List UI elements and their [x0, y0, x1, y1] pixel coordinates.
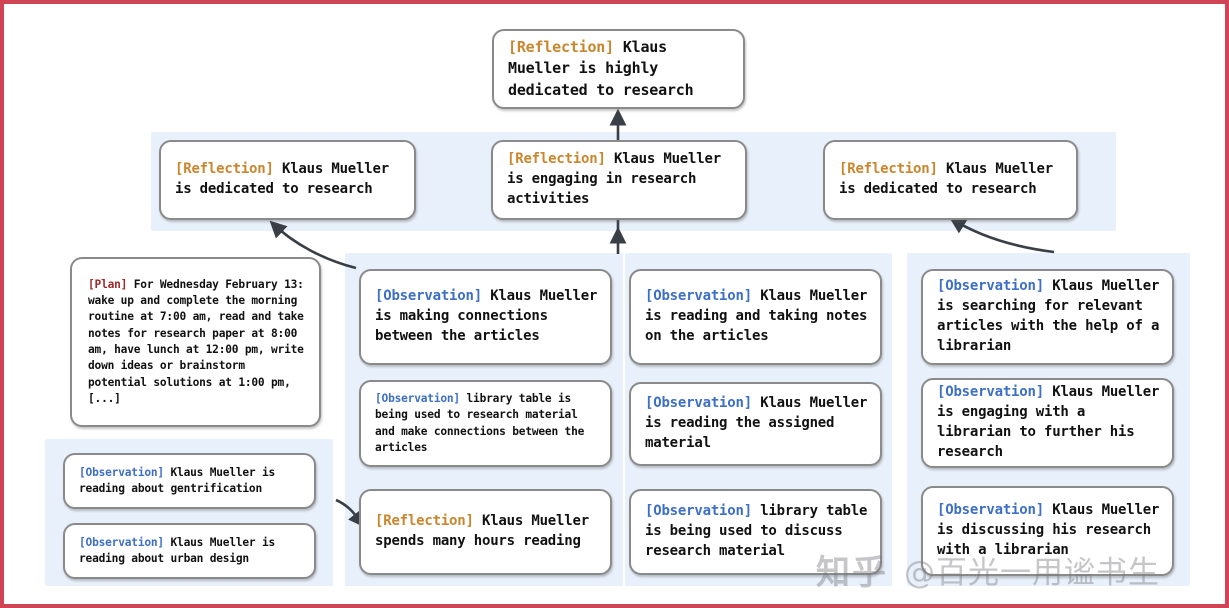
- tag-observation: [Observation]: [79, 465, 164, 479]
- node-text: Klaus Mueller is reading about gentrific…: [79, 465, 282, 495]
- tag-observation: [Observation]: [645, 288, 752, 305]
- node-text: Klaus Mueller is discussing his research…: [937, 502, 1168, 558]
- tag-reflection: [Reflection]: [508, 38, 614, 57]
- node-text: Klaus Mueller is engaging in research ac…: [507, 151, 730, 207]
- node-reflection-center[interactable]: [Reflection] Klaus Mueller is engaging i…: [491, 140, 747, 220]
- tag-reflection: [Reflection]: [839, 161, 938, 178]
- node-obs-urban-design[interactable]: [Observation] Klaus Mueller is reading a…: [63, 523, 316, 579]
- tag-reflection: [Reflection]: [175, 161, 274, 178]
- tag-reflection: [Reflection]: [375, 513, 474, 530]
- node-text: Klaus Mueller is dedicated to research: [839, 161, 1062, 197]
- node-obs-library-table-discuss[interactable]: [Observation] library table is being use…: [629, 489, 882, 575]
- node-text: Klaus Mueller spends many hours reading: [375, 513, 598, 549]
- node-obs-discussing-librarian[interactable]: [Observation] Klaus Mueller is discussin…: [921, 486, 1174, 576]
- node-root-reflection[interactable]: [Reflection] Klaus Mueller is highly ded…: [492, 29, 745, 109]
- tag-reflection: [Reflection]: [507, 151, 606, 168]
- node-text: library table is being used to research …: [375, 391, 591, 454]
- node-text: Klaus Mueller is making connections betw…: [375, 288, 606, 344]
- node-reflection-right[interactable]: [Reflection] Klaus Mueller is dedicated …: [823, 140, 1078, 220]
- node-obs-gentrification[interactable]: [Observation] Klaus Mueller is reading a…: [63, 453, 316, 509]
- node-text: Klaus Mueller is reading and taking note…: [645, 288, 876, 344]
- node-text: For Wednesday February 13: wake up and c…: [88, 277, 311, 406]
- node-obs-searching-articles[interactable]: [Observation] Klaus Mueller is searching…: [921, 269, 1174, 365]
- tag-observation: [Observation]: [375, 391, 460, 405]
- node-obs-assigned-material[interactable]: [Observation] Klaus Mueller is reading t…: [629, 382, 882, 466]
- node-text: Klaus Mueller is reading about urban des…: [79, 535, 282, 565]
- node-obs-reading-notes[interactable]: [Observation] Klaus Mueller is reading a…: [629, 269, 882, 365]
- node-text: Klaus Mueller is dedicated to research: [175, 161, 398, 197]
- tag-plan: [Plan]: [88, 277, 128, 291]
- node-text: Klaus Mueller is highly dedicated to res…: [508, 38, 694, 99]
- tag-observation: [Observation]: [937, 384, 1044, 401]
- node-obs-library-table-connections[interactable]: [Observation] library table is being use…: [359, 380, 612, 467]
- node-plan[interactable]: [Plan] For Wednesday February 13: wake u…: [70, 257, 321, 427]
- tag-observation: [Observation]: [79, 535, 164, 549]
- tag-observation: [Observation]: [645, 503, 752, 520]
- tag-observation: [Observation]: [937, 502, 1044, 519]
- tag-observation: [Observation]: [375, 288, 482, 305]
- node-text: Klaus Mueller is searching for relevant …: [937, 278, 1168, 354]
- tag-observation: [Observation]: [937, 278, 1044, 295]
- node-obs-engaging-librarian[interactable]: [Observation] Klaus Mueller is engaging …: [921, 378, 1174, 468]
- node-reflection-left[interactable]: [Reflection] Klaus Mueller is dedicated …: [159, 140, 416, 220]
- node-obs-connections[interactable]: [Observation] Klaus Mueller is making co…: [359, 269, 612, 365]
- node-text: Klaus Mueller is engaging with a librari…: [937, 384, 1168, 460]
- node-reflection-hours-reading[interactable]: [Reflection] Klaus Mueller spends many h…: [359, 489, 612, 575]
- tag-observation: [Observation]: [645, 395, 752, 412]
- node-text: Klaus Mueller is reading the assigned ma…: [645, 395, 876, 451]
- node-text: library table is being used to discuss r…: [645, 503, 876, 559]
